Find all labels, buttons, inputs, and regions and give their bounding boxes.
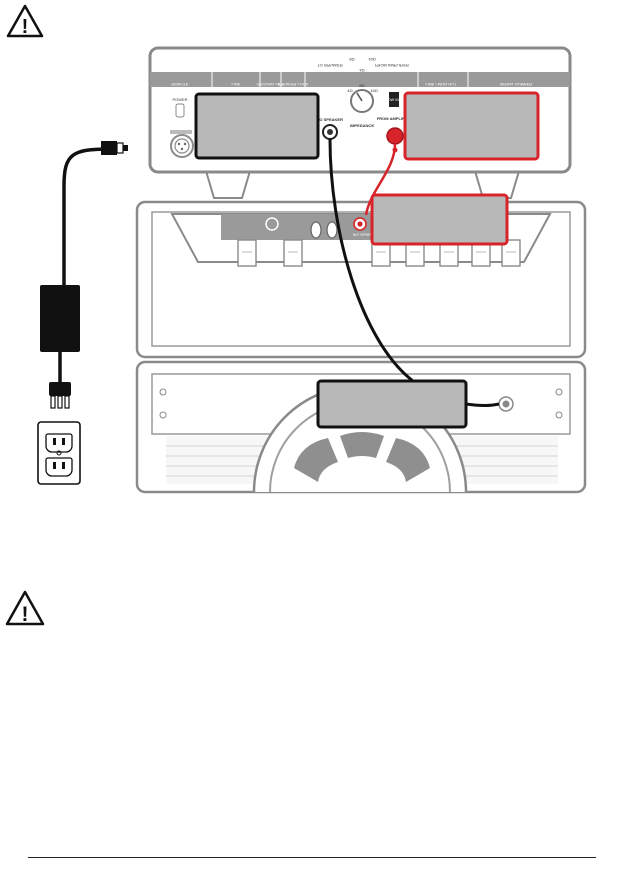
section-label-serial-number: SERIAL NUMBER (500, 82, 533, 87)
warning-icon-top: ! (5, 3, 45, 39)
from-amplifier-label: FROM AMPLIFIER (377, 116, 411, 121)
section-label-line: LINE (232, 82, 241, 87)
power-supply (40, 141, 128, 409)
section-label-speaker-lock: SPEAKER LOCK (278, 82, 309, 87)
connection-diagram: INT SPKR REMOTE LINE GROUND LI (37, 46, 587, 494)
amp-head: INT SPKR (135, 200, 587, 359)
top-label-to-speaker: TO SPEAKER (317, 63, 343, 68)
top-label-ohm-8: 8Ω (349, 57, 354, 62)
callout-box-bottom (316, 379, 468, 429)
speaker-cable-black (328, 138, 414, 383)
top-label-ohm-4: 4Ω (359, 68, 364, 73)
power-label: POWER (172, 97, 187, 102)
section-label-remote: REMOTE (171, 82, 188, 87)
callout-box-red-top (403, 91, 540, 161)
top-label-from-amplifier: FROM AMPLIFIER (375, 63, 409, 68)
callout-box-red-mid (370, 193, 509, 246)
max-rating-label: 100W MAX (384, 97, 405, 102)
section-label-ground-lift: GROUND LIFT (256, 82, 284, 87)
knob-tick-8: 8Ω (359, 83, 364, 88)
top-label-ohm-16: 16Ω (368, 57, 375, 62)
wall-outlet (37, 421, 81, 485)
warning-icon-bottom: ! (4, 589, 46, 627)
knob-tick-4: 4Ω (347, 88, 352, 93)
speaker-cable-to-jack (465, 402, 500, 407)
warning-symbol: ! (22, 16, 29, 38)
footer-rule (28, 857, 596, 858)
to-speaker-label: TO SPEAKER (317, 117, 343, 122)
int-speaker-label: INT SPKR (353, 232, 371, 237)
impedance-label: IMPEDANCE (350, 123, 374, 128)
warning-symbol: ! (22, 603, 29, 626)
callout-box-left (194, 92, 320, 160)
knob-tick-16: 16Ω (370, 88, 377, 93)
section-label-line-mon-out: LINE / MON OUT (425, 82, 457, 87)
